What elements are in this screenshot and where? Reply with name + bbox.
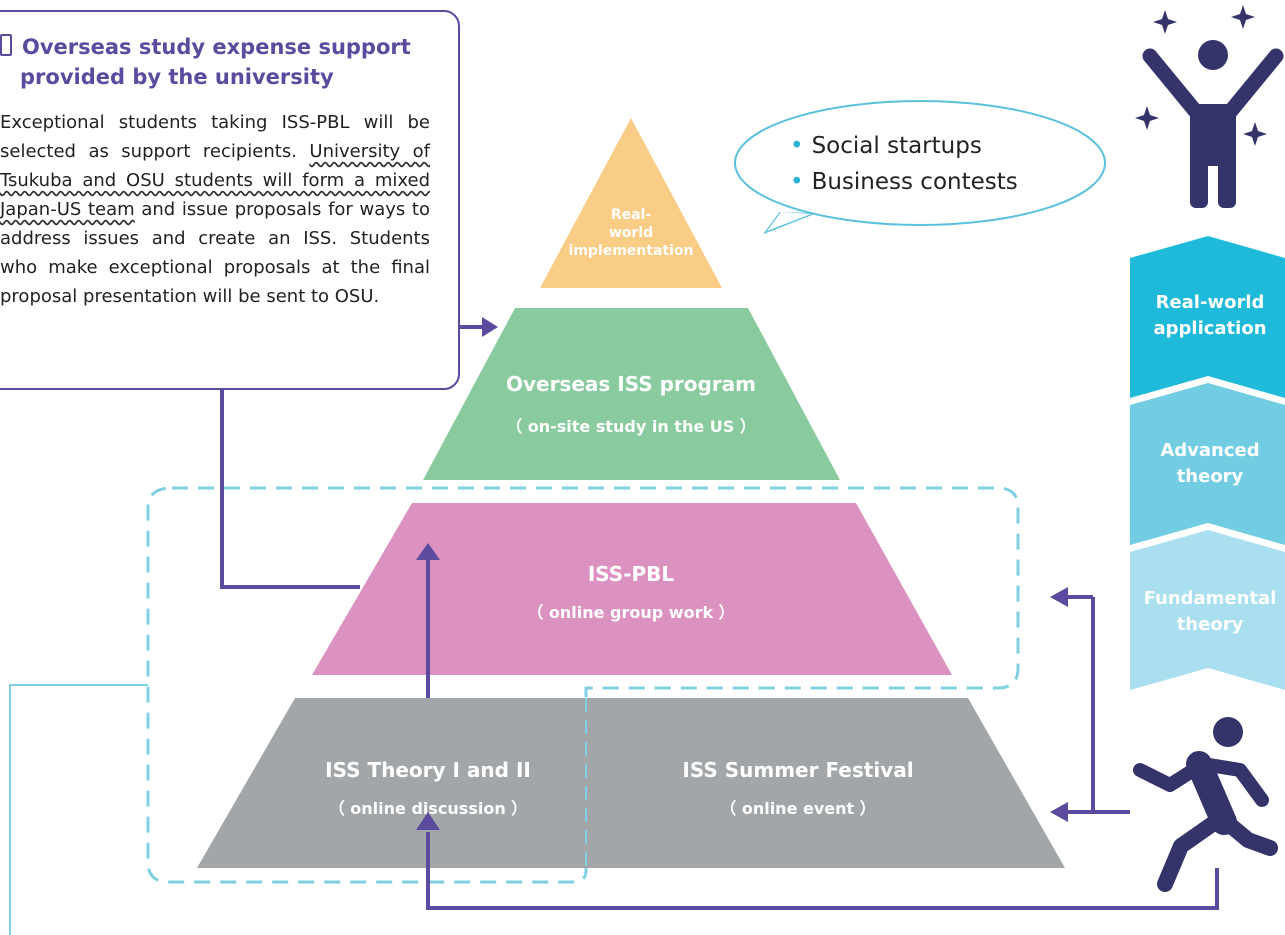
dashed-group-outline	[146, 486, 1020, 884]
overseas-program-sub: （ on-site study in the US ）	[506, 417, 756, 436]
sparkle-icon	[1135, 5, 1267, 146]
callout-title-line2: provided by the university	[20, 65, 334, 89]
running-person-icon	[1133, 717, 1278, 892]
arrow-icon	[416, 543, 440, 560]
pyramid-pbl-shape	[312, 503, 952, 675]
iss-theory-title: ISS Theory I and II	[325, 758, 531, 782]
bubble-list: •Social startups •Business contests	[790, 128, 1018, 200]
chevron-application	[1130, 236, 1285, 398]
connector-arrows	[220, 325, 1219, 910]
expense-support-callout	[0, 10, 460, 390]
celebrating-person-icon	[1142, 40, 1284, 208]
speech-bubble	[734, 100, 1106, 235]
callout-title: Overseas study expense support provided …	[0, 32, 440, 92]
iss-pbl-title: ISS-PBL	[587, 562, 675, 586]
cyan-side-line	[9, 684, 148, 935]
callout-title-line1: Overseas study expense support	[22, 35, 411, 59]
chevron-advanced	[1130, 383, 1285, 545]
iss-theory-sub: （ online discussion ）	[328, 799, 528, 818]
pyramid-overseas-shape	[423, 308, 840, 480]
arrow-icon	[482, 317, 498, 337]
bubble-item: •Social startups	[790, 133, 982, 159]
arrow-icon	[416, 812, 440, 830]
pyramid-top-label: Real- world implementation	[568, 207, 694, 259]
iss-pbl-sub: （ online group work ）	[527, 603, 735, 622]
callout-body: Exceptional students taking ISS-PBL will…	[0, 108, 430, 311]
bubble-item: •Business contests	[790, 169, 1018, 195]
arrowheads	[416, 317, 1068, 830]
pyramid-top-shape	[540, 118, 722, 288]
arrow-icon	[1050, 802, 1068, 822]
iss-festival-sub: （ online event ）	[720, 799, 876, 818]
callout-body-part1: Exceptional students taking ISS-PBL will…	[0, 112, 430, 162]
overseas-program-title: Overseas ISS program	[505, 372, 757, 396]
pyramid-base-shape	[197, 698, 1065, 868]
chevron-fundamental	[1130, 530, 1285, 690]
callout-body-part2: and issue proposals for ways to address …	[0, 199, 430, 307]
callout-body-highlight: University of Tsukuba and OSU students w…	[0, 141, 430, 220]
arrow-icon	[1050, 587, 1068, 607]
iss-festival-title: ISS Summer Festival	[682, 758, 914, 782]
checkbox-bullet-icon	[0, 34, 12, 56]
